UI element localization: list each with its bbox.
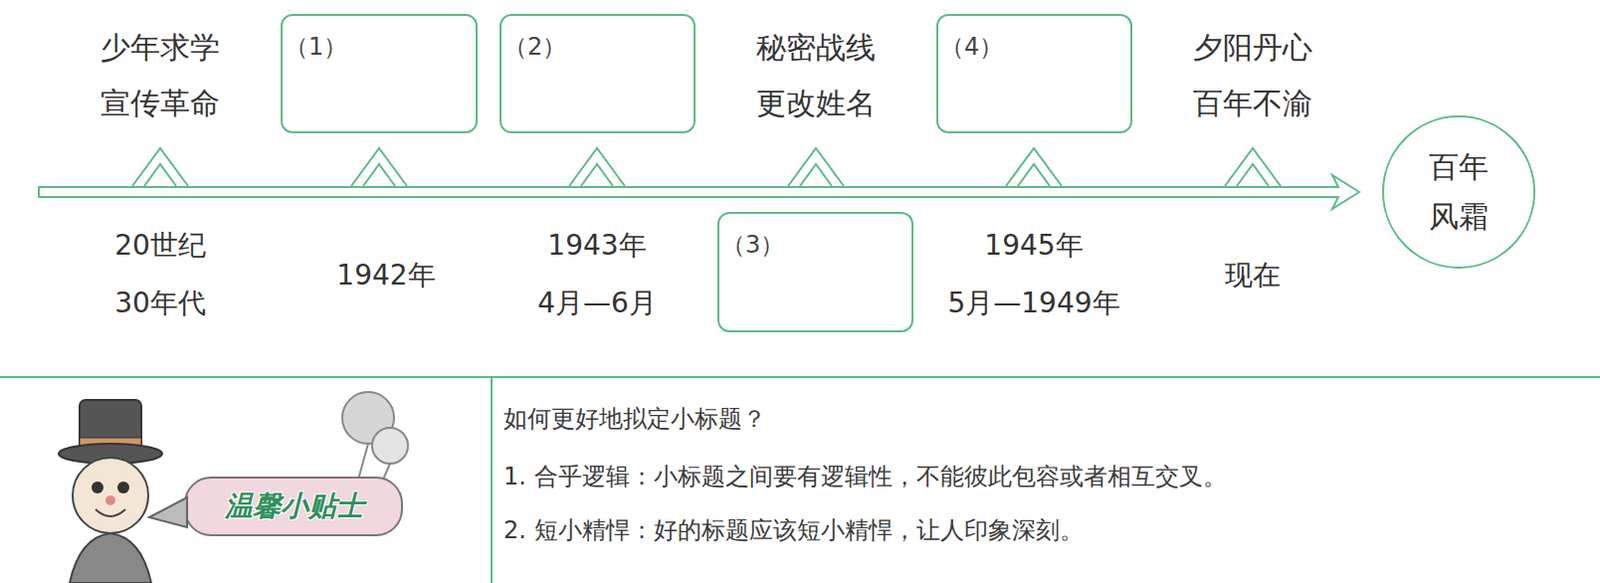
timeline-marker (788, 148, 844, 187)
timeline-marker (132, 148, 189, 187)
date-label: 20世纪 30年代 (10, 216, 310, 333)
date-label: 现在 (1224, 255, 1281, 296)
title-box: （2） (499, 13, 696, 134)
divider-line (0, 376, 1600, 379)
timeline-marker (144, 164, 177, 187)
title-box: （1） (280, 13, 478, 134)
date-label: 1942年 (336, 255, 435, 296)
theme-circle: 百年 风霜 (1382, 115, 1536, 269)
event-title: 少年求学 宣传革命 (10, 19, 310, 132)
theme-text: 百年 风霜 (1394, 142, 1524, 242)
timeline-marker (581, 164, 613, 187)
tip-item: 2. 短小精悍：好的标题应该短小精悍，让人印象深刻。 (503, 514, 1084, 547)
box-number: （3） (721, 229, 785, 260)
timeline-arrow (38, 175, 1360, 209)
date-label: 1943年 4月—6月 (447, 216, 747, 333)
event-title: 秘密战线 更改姓名 (666, 19, 966, 132)
timeline-marker (1017, 164, 1050, 187)
date-label: 1945年 5月—1949年 (884, 216, 1184, 333)
event-title: 夕阳丹心 百年不渝 (1103, 19, 1402, 132)
tip-item: 1. 合乎逻辑：小标题之间要有逻辑性，不能彼此包容或者相互交叉。 (503, 460, 1227, 493)
tip-mascot (58, 392, 408, 583)
tip-banner: 温馨小贴士 (224, 488, 365, 525)
timeline-marker (351, 148, 407, 187)
box-number: （4） (940, 31, 1003, 62)
box-number: （1） (284, 31, 348, 62)
box-number: （2） (503, 31, 567, 62)
tip-question: 如何更好地拟定小标题？ (503, 402, 767, 435)
timeline-marker (569, 148, 625, 187)
timeline-marker (363, 164, 396, 187)
timeline-marker (1224, 148, 1281, 187)
timeline-marker (1236, 164, 1269, 187)
timeline-marker (1005, 148, 1062, 187)
timeline-markers (132, 148, 1281, 187)
title-box: （4） (936, 13, 1133, 134)
divider-line (490, 377, 493, 583)
timeline-marker (800, 164, 832, 187)
title-box: （3） (717, 211, 914, 333)
